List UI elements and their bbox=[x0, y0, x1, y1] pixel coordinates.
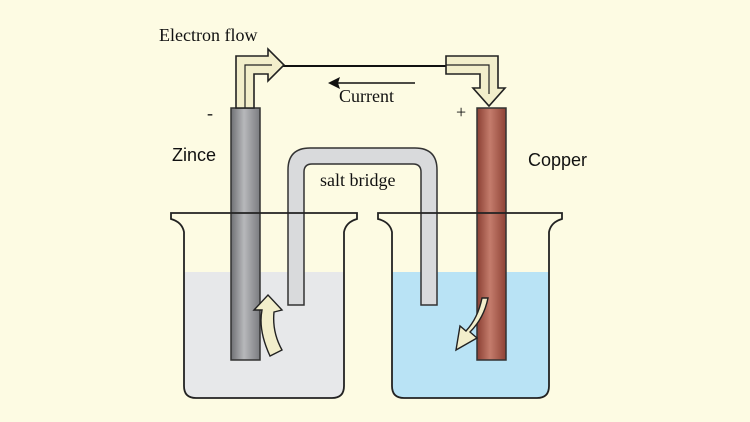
electron-flow-arrow-left bbox=[235, 47, 286, 109]
electron-flow-arrow-right-inner bbox=[446, 64, 490, 94]
electron-flow-arrow-right bbox=[445, 55, 507, 108]
curved-arrow-zinc bbox=[252, 293, 284, 357]
electron-flow-label: Electron flow bbox=[159, 25, 257, 45]
zinc-label: Zince bbox=[172, 145, 216, 165]
current-arrow-head bbox=[328, 77, 340, 89]
right-beaker bbox=[377, 212, 563, 399]
minus-sign: - bbox=[207, 103, 213, 123]
copper-label: Copper bbox=[528, 150, 587, 170]
plus-sign: + bbox=[456, 102, 466, 122]
salt-bridge-tube bbox=[287, 147, 438, 306]
electron-flow-arrow-left-inner bbox=[244, 64, 272, 108]
zinc-electrode bbox=[230, 107, 261, 361]
current-label: Current bbox=[339, 86, 394, 106]
curved-arrow-copper bbox=[455, 297, 489, 352]
left-beaker bbox=[170, 212, 358, 399]
copper-electrode bbox=[476, 107, 507, 361]
salt-bridge-label: salt bridge bbox=[320, 170, 395, 190]
